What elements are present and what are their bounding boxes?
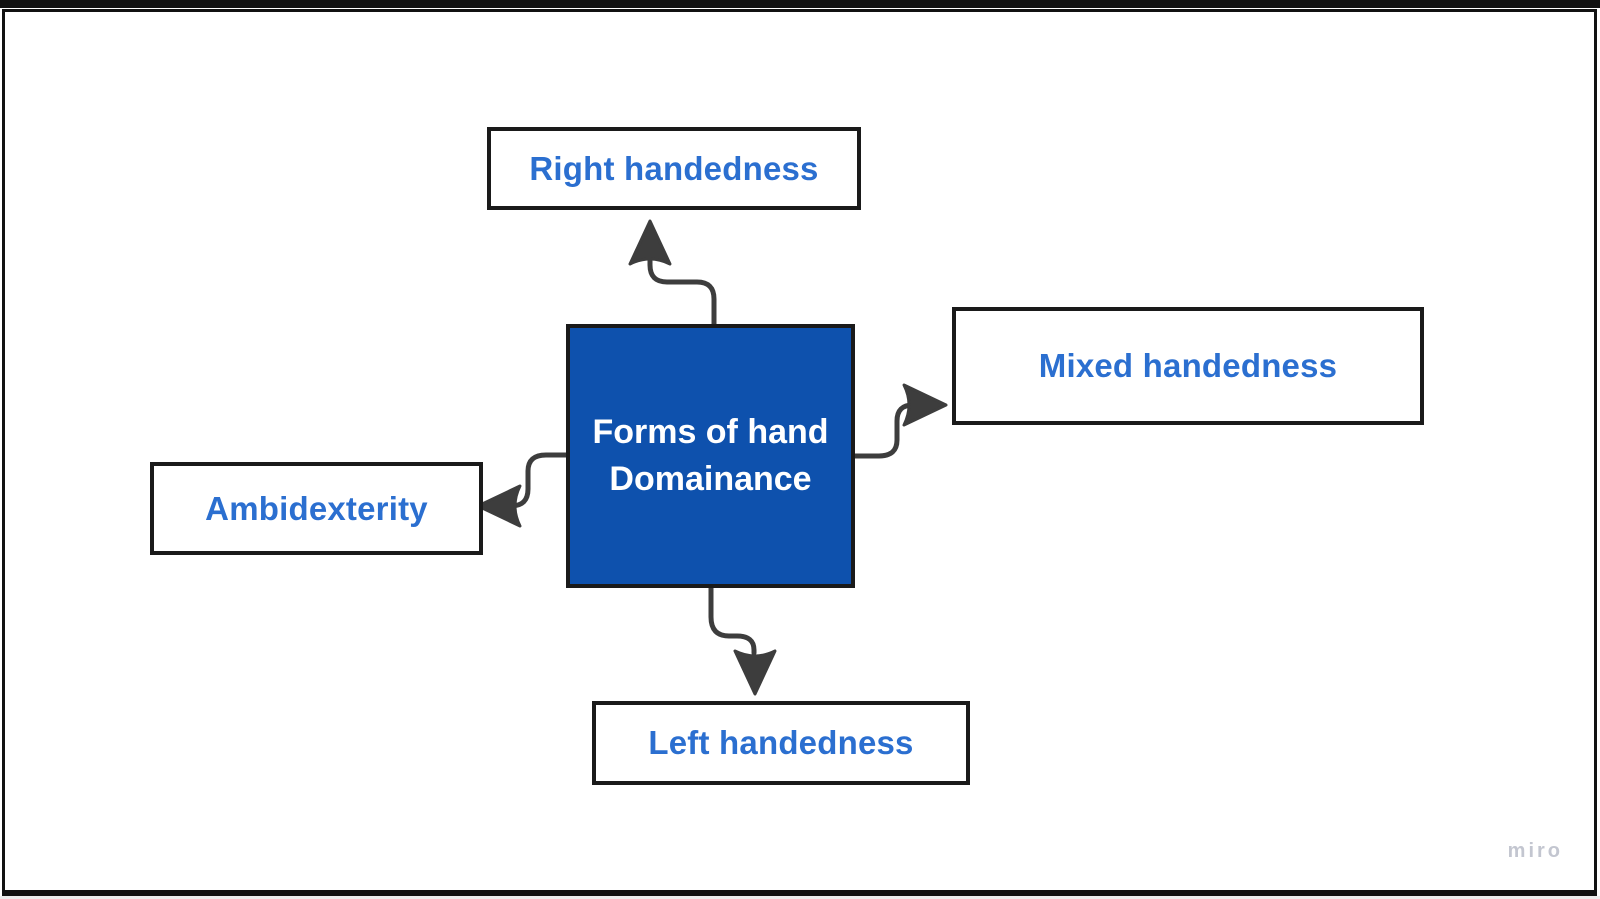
arrow-to-left-handedness <box>708 584 777 696</box>
center-node-label-line2: Domainance <box>609 460 812 498</box>
arrow-to-right-handedness <box>628 219 717 327</box>
node-right-handedness[interactable]: Right handedness <box>487 127 861 210</box>
arrowhead-down-icon <box>733 649 777 696</box>
center-node-forms-of-hand-dominance[interactable]: Forms of hand Domainance <box>566 324 855 588</box>
arrowhead-left-icon <box>476 484 522 528</box>
arrow-to-mixed-handedness <box>850 383 948 459</box>
node-mixed-handedness[interactable]: Mixed handedness <box>952 307 1424 425</box>
node-left-handedness[interactable]: Left handedness <box>592 701 970 785</box>
bottom-edge-strip <box>0 896 1600 899</box>
center-node-label-line1: Forms of hand <box>592 413 829 452</box>
top-border-bar <box>0 0 1600 8</box>
node-ambidexterity[interactable]: Ambidexterity <box>150 462 483 555</box>
node-right-handedness-label: Right handedness <box>529 149 819 187</box>
node-mixed-handedness-label: Mixed handedness <box>1038 347 1338 384</box>
miro-watermark: miro <box>1507 840 1563 862</box>
arrowhead-right-icon <box>902 383 948 427</box>
arrow-to-ambidexterity <box>476 452 571 528</box>
node-left-handedness-label: Left handedness <box>648 724 914 761</box>
node-ambidexterity-label: Ambidexterity <box>205 489 428 527</box>
arrowhead-up-icon <box>628 219 672 266</box>
